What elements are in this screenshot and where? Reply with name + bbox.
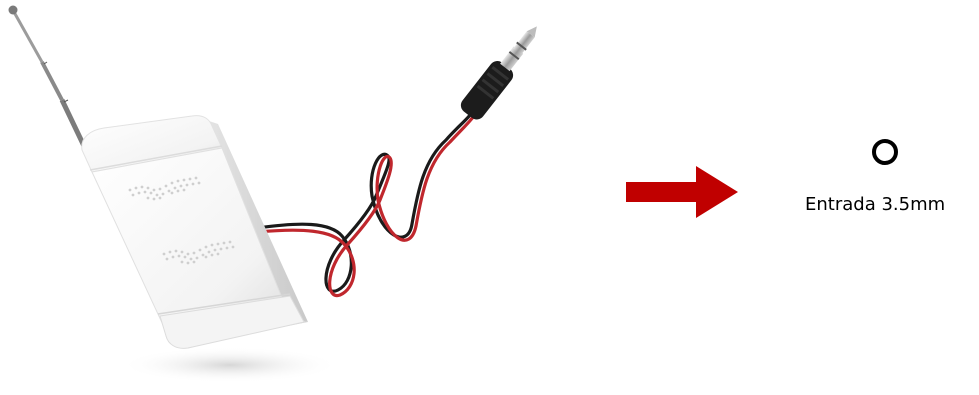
port-label: Entrada 3.5mm [805, 194, 945, 215]
wireless-sensor-image [0, 0, 560, 395]
device-shadow [120, 347, 340, 383]
audio-cable [258, 106, 478, 296]
circle-icon [872, 139, 898, 165]
jack-plug [458, 18, 547, 122]
arrow-right-icon [626, 166, 738, 218]
antenna [9, 6, 85, 147]
